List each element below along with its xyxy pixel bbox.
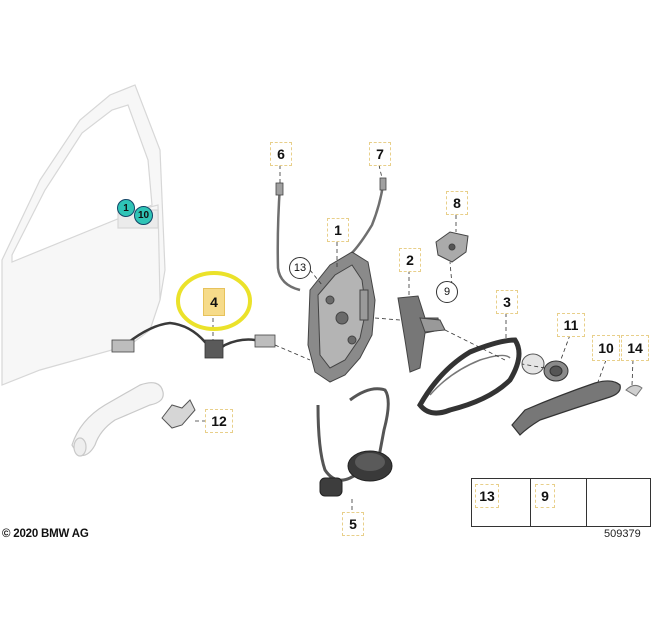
- callout-14[interactable]: 14: [621, 335, 649, 361]
- outer-handle: [511, 380, 621, 436]
- callout-10[interactable]: 10: [592, 335, 620, 361]
- callout-6[interactable]: 6: [270, 142, 292, 166]
- callout-8[interactable]: 8: [446, 191, 468, 215]
- legend-box-arrow: [586, 478, 651, 527]
- cable-7: [349, 184, 385, 256]
- callout-2[interactable]: 2: [399, 248, 421, 272]
- document-number: 509379: [604, 528, 641, 540]
- outer-handle-illustration: [71, 382, 164, 457]
- callout-11[interactable]: 11: [557, 313, 585, 337]
- door-marker-1[interactable]: 1: [117, 199, 135, 217]
- handle-carrier: [417, 337, 522, 416]
- callout-9[interactable]: 9: [436, 281, 458, 303]
- callout-7[interactable]: 7: [369, 142, 391, 166]
- callout-4[interactable]: 4: [203, 288, 225, 316]
- callout-1[interactable]: 1: [327, 218, 349, 242]
- callout-5[interactable]: 5: [342, 512, 364, 536]
- legend-label-13[interactable]: 13: [475, 484, 499, 508]
- door-marker-10[interactable]: 10: [134, 206, 153, 225]
- clip: [435, 231, 469, 263]
- handle-clip: [161, 399, 196, 429]
- copyright-text: © 2020 BMW AG: [2, 528, 89, 540]
- handle-carrier-detail: [429, 354, 511, 396]
- lock-cylinder: [543, 360, 569, 382]
- cable-6: [276, 184, 301, 292]
- door-lock: [307, 251, 376, 383]
- bracket: [397, 295, 446, 373]
- legend-label-9[interactable]: 9: [535, 484, 555, 508]
- cable-5: [316, 387, 390, 482]
- door-illustration: [1, 84, 166, 386]
- callout-3[interactable]: 3: [496, 290, 518, 314]
- cover-cap: [625, 384, 643, 397]
- callout-12[interactable]: 12: [205, 409, 233, 433]
- leader-lines: [195, 164, 634, 510]
- wiring-harness: [124, 321, 276, 354]
- highlight-ring: [176, 271, 252, 331]
- callout-13[interactable]: 13: [289, 257, 311, 279]
